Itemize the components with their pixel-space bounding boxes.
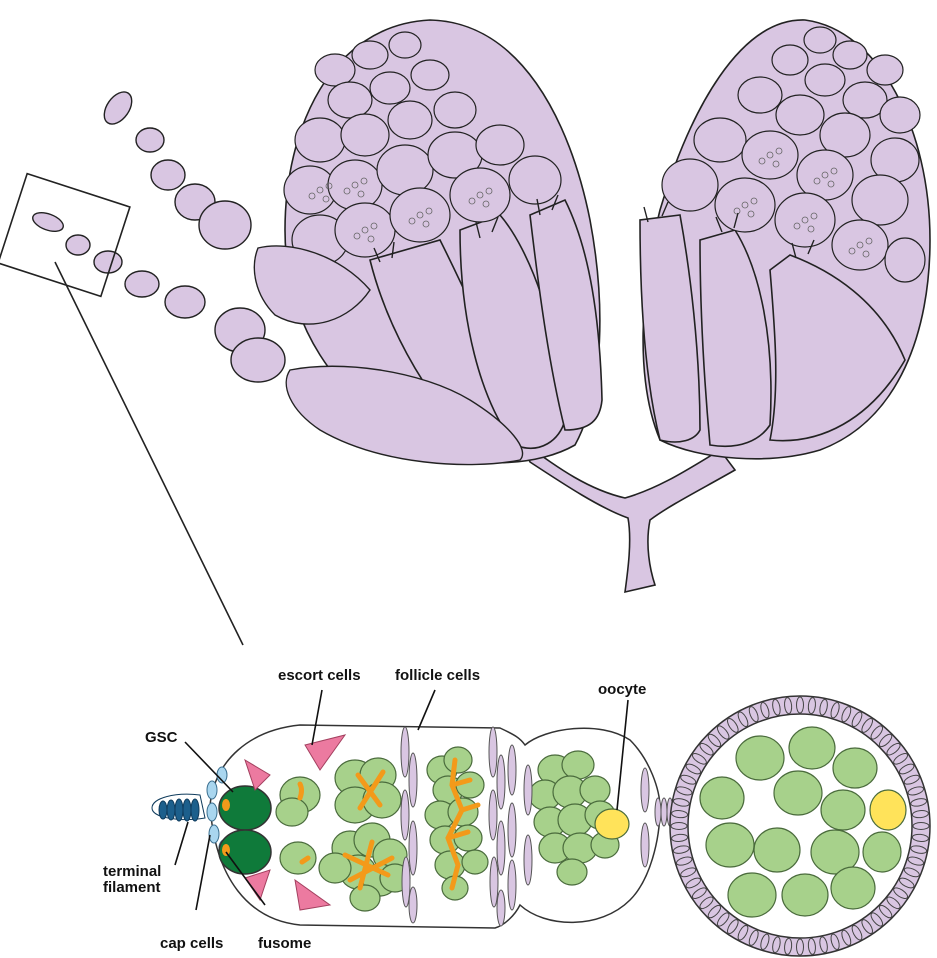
ovary-illustration	[0, 20, 930, 645]
egg-chamber-stage-2	[670, 696, 930, 956]
zoom-box	[0, 174, 130, 297]
label-terminal-filament-1: terminal	[103, 863, 161, 880]
oviduct	[520, 440, 735, 592]
label-follicle-cells: follicle cells	[395, 667, 480, 684]
zoom-connector	[55, 262, 243, 645]
label-fusome: fusome	[258, 935, 311, 952]
oocyte-early	[595, 809, 629, 839]
label-oocyte: oocyte	[598, 681, 646, 698]
oocyte-stage-2	[870, 790, 906, 830]
label-escort-cells: escort cells	[278, 667, 361, 684]
germarium-detail: escort cells follicle cells oocyte GSC t…	[103, 667, 930, 956]
label-gsc: GSC	[145, 729, 178, 746]
label-terminal-filament-2: filament	[103, 879, 161, 896]
label-cap-cells: cap cells	[160, 935, 223, 952]
terminal-filament	[152, 794, 205, 821]
